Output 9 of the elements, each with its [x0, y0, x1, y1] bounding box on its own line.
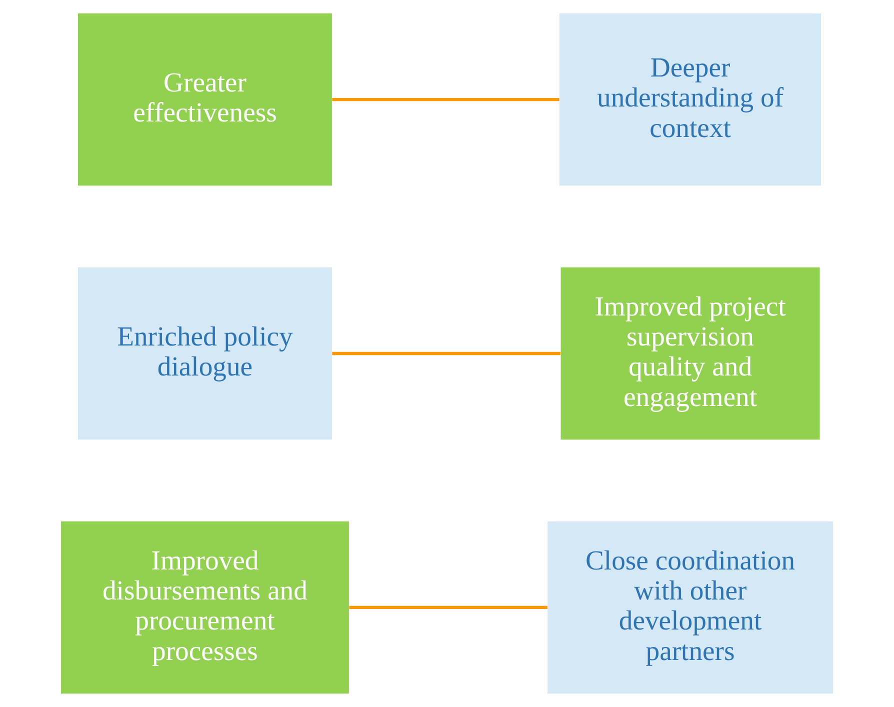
node-box: Improved project supervision quality and engagement [560, 267, 820, 440]
node-box: Close coordination with other development partners [548, 521, 833, 694]
node-box: Improved disbursements and procurement processes [61, 521, 349, 694]
node-box: Deeper understanding of context [560, 13, 822, 186]
node-box: Enriched policy dialogue [78, 267, 332, 440]
connector [332, 98, 560, 102]
connector [349, 606, 548, 610]
connector [332, 352, 560, 356]
node-box: Greater effectiveness [78, 13, 332, 186]
